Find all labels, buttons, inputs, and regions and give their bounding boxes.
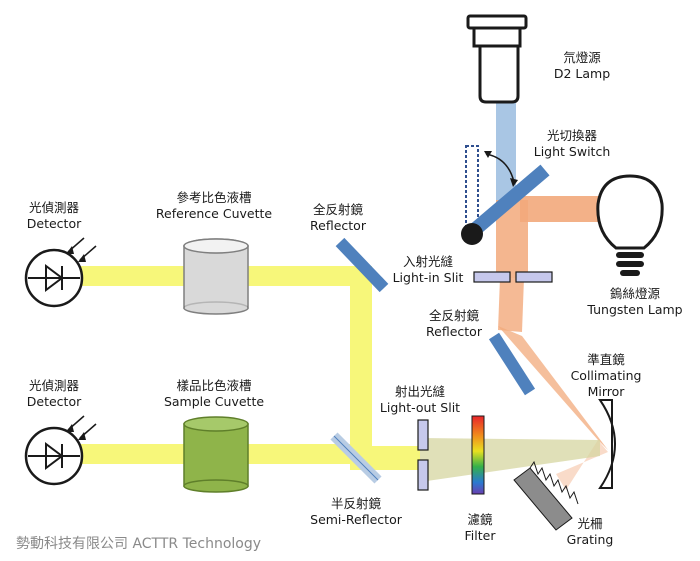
dispersed-cone: [420, 438, 600, 482]
light-in-slit: [473, 271, 553, 283]
label-reflector-top: 全反射鏡 Reflector: [310, 202, 366, 234]
label-zh: 氘燈源: [563, 50, 601, 65]
beam-to-collimator: [498, 326, 608, 450]
company-footer: 勢動科技有限公司 ACTTR Technology: [16, 536, 262, 552]
label-en: Detector: [26, 394, 82, 409]
label-zh: 光切換器: [546, 128, 597, 143]
reflector-mid-mirror: [488, 332, 536, 396]
collimating-mirror: [598, 399, 616, 489]
label-grating: 光柵 Grating: [567, 516, 614, 548]
yellow-beam-vertical: [350, 268, 372, 460]
label-sample-cuvette: 樣品比色液槽 Sample Cuvette: [164, 378, 264, 410]
label-light-switch: 光切換器 Light Switch: [534, 128, 611, 160]
label-zh: 準直鏡: [587, 352, 625, 367]
label-detector-bottom: 光偵測器 Detector: [27, 378, 81, 410]
beam-slit-to-reflector: [498, 278, 524, 332]
detector-top: [24, 237, 97, 308]
label-en: D2 Lamp: [553, 66, 611, 81]
label-zh: 光柵: [577, 516, 603, 531]
label-zh: 半反射鏡: [330, 496, 382, 511]
reflector-top-mirror: [335, 237, 389, 293]
label-en: Reference Cuvette: [155, 206, 273, 221]
label-en: Sample Cuvette: [163, 394, 265, 409]
label-zh: 射出光縫: [394, 384, 446, 399]
label-zh: 光偵測器: [28, 200, 79, 215]
label-en: Detector: [26, 216, 82, 231]
label-en: Light Switch: [533, 144, 611, 159]
label-en-2: Mirror: [587, 384, 625, 399]
label-en: Tungsten Lamp: [587, 302, 683, 317]
label-semi-reflector: 半反射鏡 Semi-Reflector: [310, 496, 402, 528]
label-reference-cuvette: 參考比色液槽 Reference Cuvette: [156, 190, 272, 222]
filter: [471, 415, 485, 495]
label-en: Reflector: [426, 324, 482, 339]
tungsten-lamp: [596, 174, 664, 276]
label-zh: 鎢絲燈源: [609, 286, 661, 301]
d2-lamp: [466, 14, 528, 104]
label-zh: 樣品比色液槽: [176, 378, 252, 393]
label-en: Reflector: [310, 218, 366, 233]
sample-cuvette: [183, 416, 249, 493]
label-en: Grating: [566, 532, 614, 547]
source-beam-to-slit: [496, 200, 528, 278]
label-zh: 參考比色液槽: [176, 190, 252, 205]
reference-cuvette: [183, 238, 249, 315]
label-en: Collimating: [570, 368, 642, 383]
label-reflector-mid: 全反射鏡 Reflector: [426, 308, 482, 340]
label-zh: 全反射鏡: [312, 202, 364, 217]
label-d2-lamp: 氘燈源 D2 Lamp: [554, 50, 610, 82]
label-zh: 全反射鏡: [428, 308, 480, 323]
light-switch: [461, 145, 550, 245]
label-light-out-slit: 射出光縫 Light-out Slit: [380, 384, 460, 416]
label-en: Semi-Reflector: [310, 512, 402, 527]
detector-bottom: [24, 415, 97, 486]
label-collimating-mirror: 準直鏡 Collimating Mirror: [571, 352, 642, 400]
light-out-slit: [417, 419, 429, 491]
label-zh: 光偵測器: [28, 378, 79, 393]
d2-beam: [496, 100, 516, 218]
label-zh: 濾鏡: [467, 512, 493, 527]
label-zh: 入射光縫: [402, 254, 454, 269]
label-en: Light-in Slit: [392, 270, 464, 285]
label-tungsten-lamp: 鎢絲燈源 Tungsten Lamp: [587, 286, 682, 318]
label-detector-top: 光偵測器 Detector: [27, 200, 81, 232]
grating: [513, 460, 579, 531]
label-en: Light-out Slit: [379, 400, 461, 415]
label-light-in-slit: 入射光縫 Light-in Slit: [393, 254, 464, 286]
label-filter: 濾鏡 Filter: [465, 512, 496, 544]
label-en: Filter: [464, 528, 496, 543]
